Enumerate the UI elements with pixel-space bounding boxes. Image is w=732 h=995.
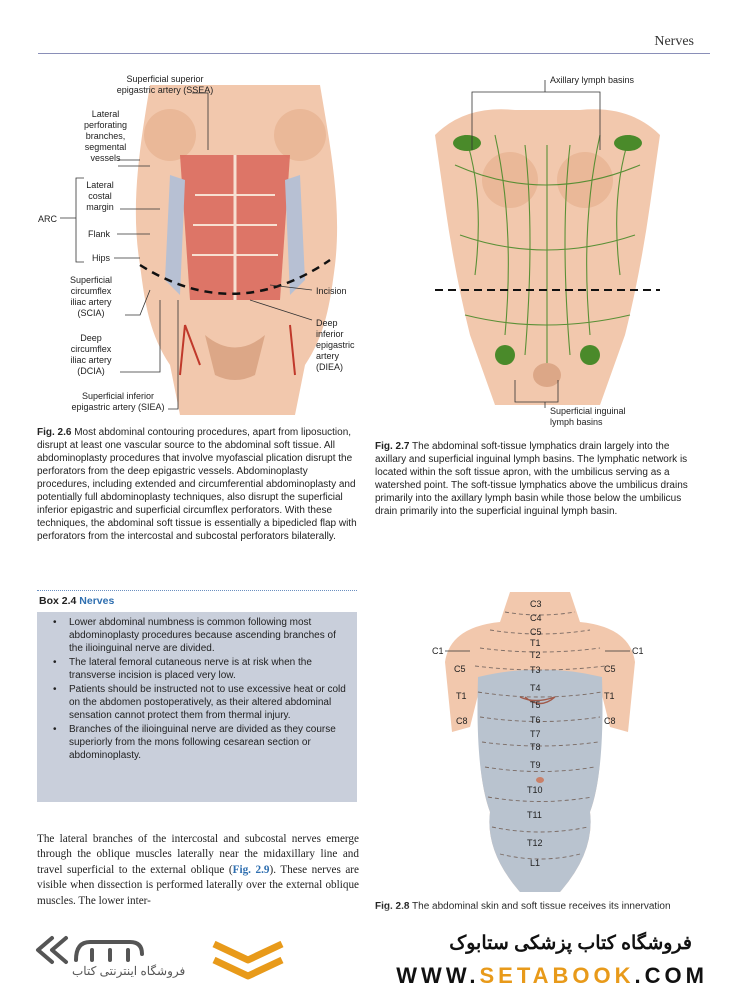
label-inguinal-lymph: Superficial inguinal lymph basins	[550, 406, 626, 427]
label-dermatome-t7: T7	[530, 729, 541, 739]
label-incision: Incision	[316, 286, 347, 296]
figure-2-6-caption-label: Fig. 2.6	[37, 427, 72, 438]
label-c8-left: C8	[456, 716, 468, 726]
label-dermatome-t4: T4	[530, 683, 541, 693]
figure-2-6-caption-text: Most abdominal contouring procedures, ap…	[37, 427, 357, 542]
label-dermatome-t2: T2	[530, 650, 541, 660]
watermark-footer: فروشگاه اینترنتی کتاب فروشگاه کتاب پزشکی…	[0, 918, 732, 995]
label-dermatome-t12: T12	[527, 838, 543, 848]
label-c1-right: C1	[632, 646, 644, 656]
chevron-logo-icon	[212, 940, 284, 980]
label-dermatome-t11: T11	[527, 810, 542, 820]
running-header: Nerves	[654, 34, 694, 49]
label-dermatome-c5: C5	[530, 627, 542, 637]
label-dermatome-t6: T6	[530, 715, 541, 725]
label-lateral-costal-margin: Lateral costal margin	[86, 180, 114, 212]
list-item: The lateral femoral cutaneous nerve is a…	[47, 656, 347, 682]
url-prefix: WWW.	[396, 963, 480, 988]
label-lateral-perforating: Lateral perforating branches, segmental …	[83, 109, 128, 163]
box-label: Box 2.4	[39, 595, 77, 607]
figure-2-8-illustration	[445, 592, 635, 892]
label-dermatome-c3: C3	[530, 599, 542, 609]
list-item: Lower abdominal numbness is common follo…	[47, 616, 347, 655]
body-text-part-1: The lateral branches of the intercostal …	[37, 833, 359, 876]
label-hips: Hips	[92, 253, 111, 263]
box-top-rule	[37, 590, 357, 591]
list-item: Branches of the ilioinguinal nerve are d…	[47, 723, 347, 762]
label-dermatome-t8: T8	[530, 742, 541, 752]
figure-2-7-caption-label: Fig. 2.7	[375, 441, 410, 452]
logo-subtitle: فروشگاه اینترنتی کتاب	[72, 964, 186, 978]
label-c1-left: C1	[432, 646, 444, 656]
setabook-logo-icon	[36, 936, 144, 964]
url-brand: SETABOOK	[479, 963, 635, 988]
label-c5-right: C5	[604, 664, 616, 674]
label-flank: Flank	[88, 229, 111, 239]
label-dermatome-t10: T10	[527, 785, 543, 795]
label-c5-left: C5	[454, 664, 466, 674]
label-dermatome-t1: T1	[530, 638, 541, 648]
figure-2-6-illustration	[135, 85, 338, 415]
label-c8-right: C8	[604, 716, 616, 726]
label-dcia: Deep circumflex iliac artery (DCIA)	[70, 333, 112, 376]
label-diea: Deep inferior epigastric artery (DIEA)	[316, 318, 355, 372]
url-suffix: .COM	[634, 963, 708, 988]
figure-2-7-illustration	[435, 109, 660, 405]
label-arc: ARC	[38, 214, 58, 224]
label-dermatome-l1: L1	[530, 858, 541, 868]
label-axillary-lymph: Axillary lymph basins	[550, 75, 635, 85]
page-fade	[0, 906, 732, 920]
label-siea: Superficial inferior epigastric artery (…	[71, 391, 165, 412]
box-list: Lower abdominal numbness is common follo…	[37, 612, 357, 762]
label-dermatome-t9: T9	[530, 760, 541, 770]
body-paragraph: The lateral branches of the intercostal …	[37, 832, 359, 909]
header-rule	[38, 53, 710, 54]
box-heading: Box 2.4 Nerves	[39, 595, 114, 607]
shop-url[interactable]: WWW.SETABOOK.COM	[396, 963, 708, 989]
figure-2-6-caption: Fig. 2.6 Most abdominal contouring proce…	[37, 426, 357, 543]
figure-2-7-caption: Fig. 2.7 The abdominal soft-tissue lymph…	[375, 440, 695, 518]
box-body: Lower abdominal numbness is common follo…	[37, 612, 357, 802]
label-t1-left: T1	[456, 691, 467, 701]
label-dermatome-c4: C4	[530, 613, 542, 623]
body-text-part-2: ). These nerves are visible when dissect…	[37, 863, 359, 907]
box-title: Nerves	[79, 595, 115, 607]
label-t1-right: T1	[604, 691, 615, 701]
list-item: Patients should be instructed not to use…	[47, 683, 347, 722]
figure-2-9-link[interactable]: Fig. 2.9	[232, 863, 270, 876]
label-dermatome-t5: T5	[530, 700, 541, 710]
label-dermatome-t3: T3	[530, 665, 541, 675]
shop-name: فروشگاه کتاب پزشکی ستابوک	[449, 933, 692, 954]
label-ssea: Superficial superior epigastric artery (…	[116, 74, 214, 95]
box-2-4: Box 2.4 Nerves Lower abdominal numbness …	[37, 590, 357, 802]
figure-2-7-caption-text: The abdominal soft-tissue lymphatics dra…	[375, 441, 688, 517]
label-scia: Superficial circumflex iliac artery (SCI…	[69, 275, 113, 318]
